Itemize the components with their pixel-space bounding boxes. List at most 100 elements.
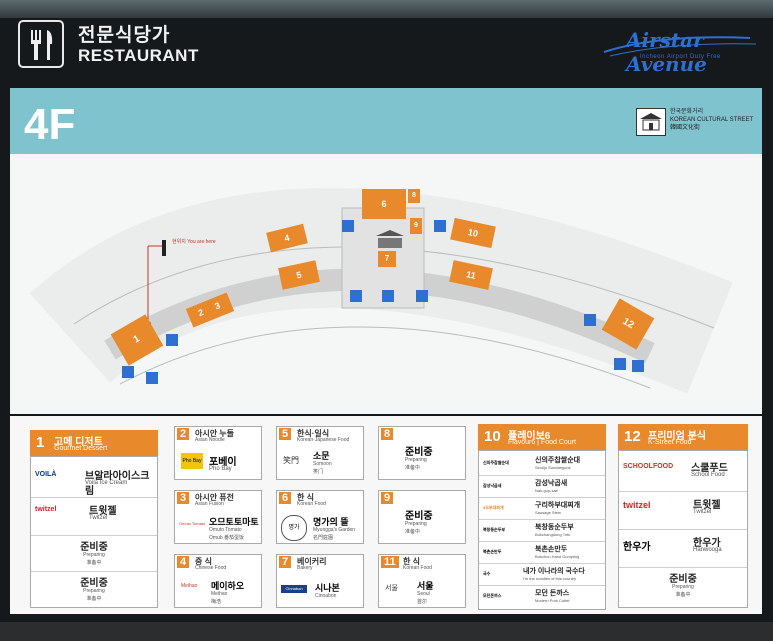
list-item[interactable]: 9오부대찌개 구리하부대찌개 Sausage Stew (479, 497, 605, 519)
category-title-en: Bakery (297, 565, 313, 571)
category-9[interactable]: 9 준비중 Preparing 准备中 (378, 490, 466, 544)
shop-logo: 북창동순두부 (483, 527, 506, 532)
category-1-header: 1 고메 디저트 Gourmet Dessert (30, 430, 158, 456)
preparing-cn: 准备中 (675, 592, 691, 598)
category-12-list: SCHOOLFOOD 스쿨푸드 School Food twitzel 트윗젤 … (618, 450, 748, 608)
restroom-icon (342, 220, 354, 232)
shop-name-ko: 모던 돈까스 (535, 590, 570, 597)
preparing-ko: 준비중 (405, 511, 433, 522)
shop-name-en: Sinuiju Sundaegook (535, 465, 571, 470)
voila-logo: VOILÀ (35, 471, 57, 478)
category-number: 10 (484, 428, 501, 445)
hanwooga-logo: 한우가 (623, 542, 651, 553)
escalator-icon (350, 290, 362, 302)
shop-name-ko: 포베이 (209, 457, 237, 468)
shop-name-en: Twitzel (693, 509, 712, 515)
shop-name-cn: 名門庭園 (313, 535, 334, 541)
list-item[interactable]: 신의주찹쌀순대 신의주찹쌀순대 Sinuiju Sundaegook (479, 453, 605, 474)
category-title-en: Flavour6 | Food Court (508, 439, 576, 446)
category-number: 11 (381, 556, 399, 568)
list-item[interactable]: 모던돈까스 모던 돈까스 Modern Pork Cutlet (479, 585, 605, 607)
category-number: 4 (177, 556, 190, 568)
category-8[interactable]: 8 준비중 Preparing 准备中 (378, 426, 466, 480)
category-title-en: Korean Food (297, 501, 326, 507)
category-number: 3 (177, 492, 190, 504)
twitzel-logo: twitzel (623, 500, 651, 510)
list-item[interactable]: 한우가 한우가 Hanwooga (619, 529, 747, 560)
shop-8-label: 8 (412, 192, 416, 199)
header-title-en: RESTAURANT (78, 46, 199, 65)
elevator-icon (122, 366, 134, 378)
elevator-icon (382, 290, 394, 302)
category-title-en: Gourmet Dessert (54, 445, 108, 452)
shop-9[interactable]: 9 (410, 218, 422, 234)
shop-5-label: 5 (295, 269, 303, 281)
list-item[interactable]: VOILÀ 브알라아이스크림 Voila Ice Cream (31, 463, 157, 497)
category-12-header: 12 프리미엄 분식 K-Street Food (618, 424, 748, 450)
list-item[interactable]: 북촌손만두 북촌손만두 Bukchon Hand Dumpling (479, 541, 605, 563)
shop-name-ko: 트윗젤 (693, 500, 721, 511)
shop-6-label: 6 (381, 199, 387, 209)
list-item[interactable]: twitzel 트윗젤 Twitzel (619, 491, 747, 522)
shop-logo: 9오부대찌개 (483, 505, 504, 510)
shop-name-cn: 首尔 (417, 599, 428, 605)
category-title-en: Asian Noodle (195, 437, 225, 443)
category-title-ko: 플레이보6 (508, 431, 551, 442)
restroom-icon (434, 220, 446, 232)
shop-name-ko: 스쿨푸드 (691, 463, 728, 474)
kcs-label-en: KOREAN CULTURAL STREET (670, 117, 754, 123)
category-title-ko: 프리미엄 분식 (648, 431, 706, 442)
category-title-ko: 한식·일식 (297, 429, 330, 438)
shop-11-label: 11 (465, 269, 477, 281)
shop-name-en: Myungga's Garden (313, 527, 356, 533)
category-title-ko: 고메 디저트 (54, 437, 103, 448)
list-item[interactable]: 국수 내가 이나라의 국수다 I'm the noodles of this c… (479, 563, 605, 585)
shop-logo: 신의주찹쌀순대 (483, 460, 509, 465)
preparing-ko: 준비중 (405, 447, 433, 458)
list-item[interactable]: twitzel 트윗젤 Twitzel (31, 497, 157, 528)
shop-7-label: 7 (384, 254, 390, 263)
shop-7[interactable]: 7 (378, 251, 396, 267)
list-item[interactable]: 북창동순두부 북창동순두부 Bukchangdong Tofu (479, 519, 605, 541)
category-1-list: VOILÀ 브알라아이스크림 Voila Ice Cream twitzel 트… (30, 456, 158, 608)
list-item[interactable]: 감성낙곱새 감성낙곱새 Nak-gop-sae (479, 475, 605, 497)
category-number: 9 (381, 492, 394, 504)
shop-name-en: Modern Pork Cutlet (535, 598, 570, 603)
fork-knife-icon (18, 20, 64, 68)
kcs-label-ko: 한국문화거리 (670, 109, 704, 115)
twitzel-logo: twitzel (35, 506, 57, 513)
shop-name-ko: 신의주찹쌀순대 (535, 457, 581, 464)
brand-logo: Airstar Avenue Incheon Airport Duty Free (600, 22, 760, 76)
preparing-en: Preparing (405, 521, 427, 527)
shop-9-label: 9 (414, 222, 418, 229)
shop-3-label: 3 (213, 300, 222, 312)
preparing-cn: 准备中 (405, 465, 421, 471)
list-item: 준비중 Preparing 准备中 (31, 571, 157, 602)
shop-name-ko: 시나본 (315, 583, 340, 593)
brand-subtitle: Incheon Airport Duty Free (640, 54, 721, 60)
category-title-en: Korean·Japanese Food (297, 437, 350, 443)
omuto-tomato-logo: Omuto Tomato (179, 521, 206, 526)
shop-name-en: School Food (691, 472, 725, 478)
category-title-en: Asian Fusion (195, 501, 224, 507)
shop-12-label: 12 (620, 316, 636, 332)
list-item[interactable]: SCHOOLFOOD 스쿨푸드 School Food (619, 455, 747, 485)
category-title-ko: 아시안 누들 (195, 429, 235, 438)
shop-name-ko: 감성낙곱새 (535, 480, 568, 487)
shop-name-en: Bukchangdong Tofu (535, 532, 571, 537)
preparing-cn: 准备中 (86, 596, 102, 602)
escalator-icon (416, 290, 428, 302)
preparing-en: Preparing (672, 584, 694, 590)
pho-bay-logo: Pho Bay (181, 453, 203, 469)
shop-6[interactable]: 6 (362, 189, 406, 219)
shop-8[interactable]: 8 (408, 189, 420, 203)
shop-name-en: Twitzel (89, 515, 108, 521)
preparing-ko: 준비중 (80, 542, 108, 553)
